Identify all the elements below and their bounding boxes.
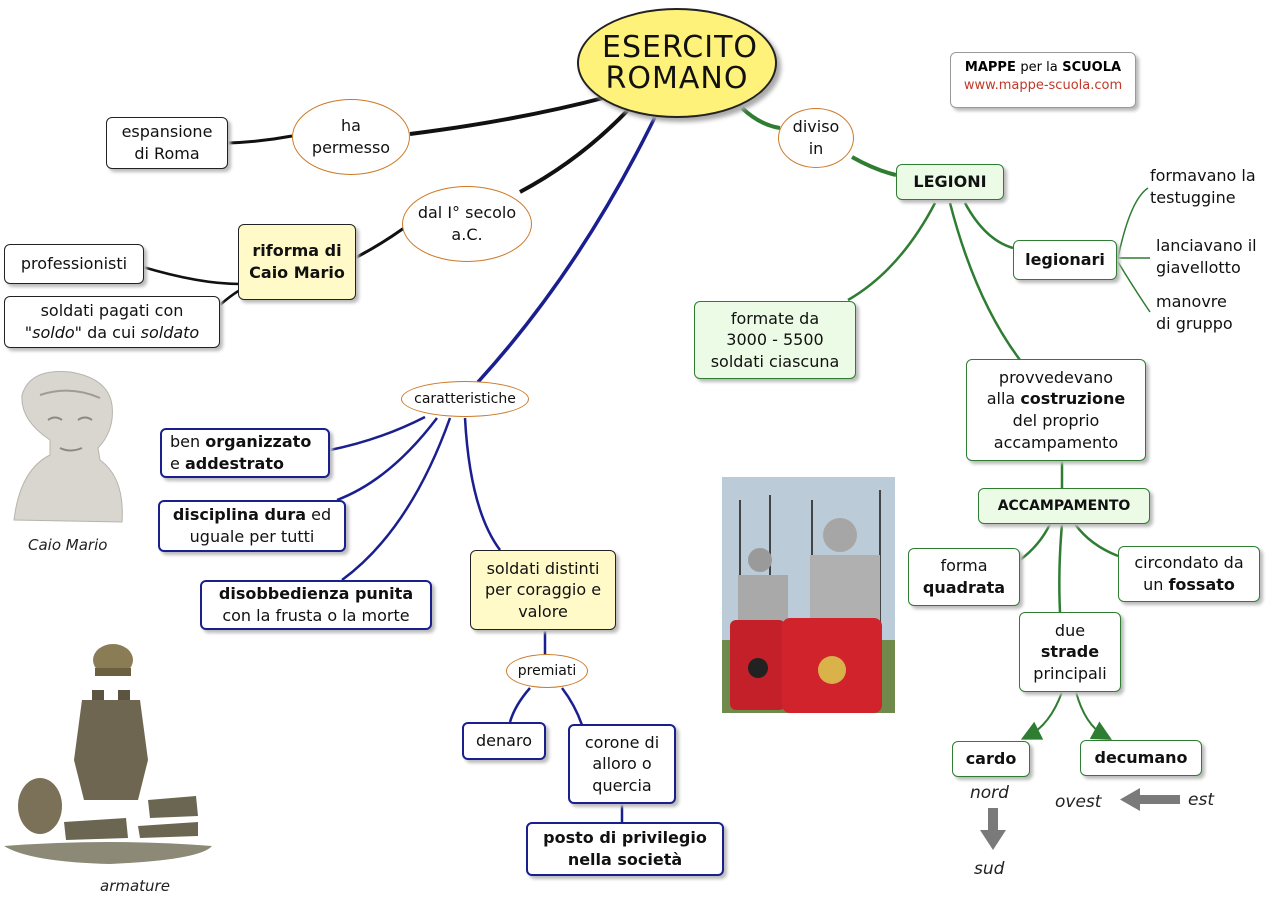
- due-line3: principali: [1033, 663, 1107, 683]
- brand-per-la: per la: [1020, 60, 1058, 75]
- box-soldati-pagati: soldati pagati con "soldo" da cui soldat…: [4, 296, 220, 348]
- legioni-text: LEGIONI: [913, 172, 987, 192]
- oval-ha-permesso: ha permesso: [292, 99, 410, 175]
- org-ben: ben: [170, 432, 206, 452]
- label-est: est: [1188, 790, 1214, 810]
- circ-line1: circondato da: [1134, 553, 1244, 573]
- prov-line1: provvedevano: [998, 367, 1114, 387]
- cardo-text: cardo: [965, 749, 1017, 769]
- box-soldati-distinti: soldati distinti per coraggio e valore: [470, 550, 616, 630]
- box-accampamento: ACCAMPAMENTO: [978, 488, 1150, 524]
- premiati-text: premiati: [517, 662, 577, 679]
- circ-un: un: [1143, 575, 1169, 594]
- box-disobbedienza-punita: disobbedienza punita con la frusta o la …: [200, 580, 432, 630]
- west-arrow: [1120, 788, 1180, 811]
- caption-armature: armature: [100, 877, 170, 895]
- disc-uguale: uguale per tutti: [189, 527, 315, 546]
- prov-alla: alla: [986, 389, 1021, 409]
- title-text: ESERCITO ROMANO: [602, 29, 759, 96]
- label-ovest: ovest: [1055, 792, 1102, 812]
- box-legioni: LEGIONI: [896, 164, 1004, 200]
- text-manovre: manovre di gruppo: [1156, 290, 1256, 336]
- disc-disciplina-dura: disciplina dura: [172, 505, 307, 525]
- box-circondato: circondato da un fossato: [1118, 546, 1260, 602]
- corone-text: corone di alloro o quercia: [584, 732, 660, 795]
- oval-diviso-in: diviso in: [778, 108, 854, 168]
- box-professionisti: professionisti: [4, 244, 144, 284]
- formate-text: formate da 3000 - 5500 soldati ciascuna: [710, 308, 840, 371]
- oval-dal-secolo: dal I° secolo a.C.: [402, 186, 532, 262]
- title-esercito-romano: ESERCITO ROMANO: [577, 8, 777, 118]
- box-posto-privilegio: posto di privilegio nella società: [526, 822, 724, 876]
- box-denaro: denaro: [462, 722, 546, 760]
- brand-mappe: MAPPE: [964, 60, 1016, 75]
- accampamento-text: ACCAMPAMENTO: [997, 497, 1131, 514]
- espansione-text: espansione di Roma: [121, 122, 213, 163]
- legionari-text: legionari: [1025, 250, 1105, 270]
- org-e: e: [170, 454, 185, 473]
- prov-line3: del proprio: [1012, 411, 1100, 430]
- forma-quadrata: quadrata: [922, 578, 1006, 597]
- org-organizzato: organizzato: [205, 432, 312, 452]
- brand-scuola: SCUOLA: [1062, 60, 1122, 75]
- box-corone: corone di alloro o quercia: [568, 724, 676, 804]
- box-due-strade: due strade principali: [1019, 612, 1121, 692]
- box-provvedevano: provvedevano alla costruzione del propri…: [966, 359, 1146, 461]
- south-arrow: [980, 808, 1006, 850]
- prov-line4: accampamento: [993, 432, 1119, 452]
- posto-text: posto di privilegio nella società: [543, 828, 707, 869]
- label-nord: nord: [970, 783, 1009, 803]
- due-strade: strade: [1040, 642, 1100, 662]
- riforma-text: riforma di Caio Mario: [249, 241, 345, 282]
- caio-mario-bust-image: [13, 370, 123, 523]
- box-formate-da: formate da 3000 - 5500 soldati ciascuna: [694, 301, 856, 379]
- forma-line1: forma: [940, 556, 988, 576]
- ha-permesso-text: ha permesso: [311, 116, 391, 157]
- denaro-text: denaro: [476, 731, 532, 751]
- soldo-connector: da cui: [82, 323, 141, 342]
- distinti-text: soldati distinti per coraggio e valore: [484, 558, 602, 621]
- prov-costruzione: costruzione: [1020, 389, 1126, 409]
- box-forma-quadrata: forma quadrata: [908, 548, 1020, 606]
- text-testuggine: formavano la testuggine: [1150, 164, 1274, 210]
- giavellotto-text: lanciavano il giavellotto: [1156, 236, 1257, 277]
- text-giavellotto: lanciavano il giavellotto: [1156, 234, 1276, 280]
- roman-soldiers-photo: [722, 477, 895, 713]
- brand-box[interactable]: MAPPE per la SCUOLA www.mappe-scuola.com: [950, 52, 1136, 108]
- caratteristiche-text: caratteristiche: [414, 390, 516, 407]
- soldato-word: soldato: [140, 323, 200, 342]
- org-addestrato: addestrato: [184, 454, 284, 473]
- manovre-text: manovre di gruppo: [1156, 292, 1233, 333]
- disob-line2: con la frusta o la morte: [222, 606, 410, 625]
- armature-image: [4, 644, 212, 864]
- soldo-word: "soldo": [24, 323, 83, 342]
- diviso-in-text: diviso in: [792, 117, 840, 158]
- brand-site-link[interactable]: www.mappe-scuola.com: [963, 78, 1123, 93]
- decumano-text: decumano: [1094, 748, 1188, 768]
- oval-caratteristiche: caratteristiche: [401, 381, 529, 417]
- due-line1: due: [1054, 620, 1086, 640]
- oval-premiati: premiati: [506, 654, 588, 688]
- box-organizzato: ben organizzato e addestrato: [160, 428, 330, 478]
- professionisti-text: professionisti: [20, 254, 128, 274]
- box-cardo: cardo: [952, 741, 1030, 777]
- dal-secolo-text: dal I° secolo a.C.: [417, 203, 517, 244]
- testuggine-text: formavano la testuggine: [1150, 166, 1256, 207]
- circ-fossato: fossato: [1168, 575, 1235, 594]
- caption-caio-mario: Caio Mario: [28, 536, 108, 554]
- disc-ed: ed: [306, 505, 332, 525]
- soldo-line1: soldati pagati con: [40, 301, 184, 321]
- disob-title: disobbedienza punita: [218, 584, 414, 604]
- box-riforma-caio-mario: riforma di Caio Mario: [238, 224, 356, 300]
- box-espansione-di-roma: espansione di Roma: [106, 117, 228, 169]
- box-disciplina-dura: disciplina dura ed uguale per tutti: [158, 500, 346, 552]
- label-sud: sud: [974, 859, 1005, 879]
- box-decumano: decumano: [1080, 740, 1202, 776]
- box-legionari: legionari: [1013, 240, 1117, 280]
